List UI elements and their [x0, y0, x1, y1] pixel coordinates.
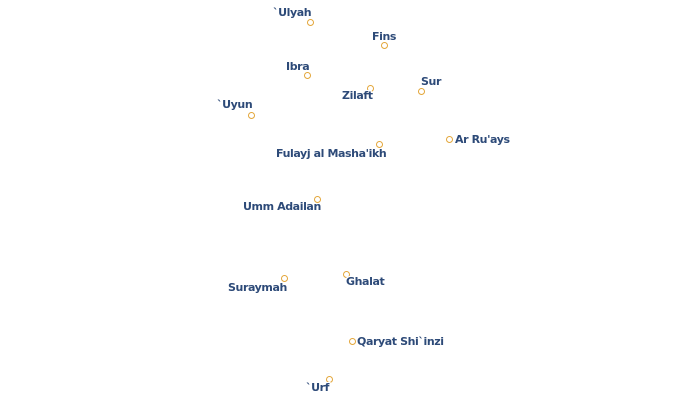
place-label: Fulayj al Masha'ikh [276, 147, 387, 160]
place-label: Umm Adailan [243, 200, 321, 213]
place-marker-icon [367, 85, 374, 92]
place-marker-icon [314, 196, 321, 203]
place-label: Qaryat Shi`inzi [357, 335, 444, 348]
place-marker-icon [446, 136, 453, 143]
place-label: Zilaft [342, 89, 373, 102]
place-label: Ghalat [346, 275, 385, 288]
place-label: Sur [421, 75, 441, 88]
place-label: `Urf [306, 381, 330, 394]
place-marker-icon [281, 275, 288, 282]
place-marker-icon [343, 271, 350, 278]
place-label: `Ulyah [273, 6, 312, 19]
place-label: Ar Ru'ays [455, 133, 510, 146]
place-label: Fins [372, 30, 397, 43]
place-marker-icon [304, 72, 311, 79]
place-marker-icon [418, 88, 425, 95]
place-marker-icon [326, 376, 333, 383]
place-marker-icon [349, 338, 356, 345]
place-marker-icon [381, 42, 388, 49]
place-marker-icon [248, 112, 255, 119]
place-label: Ibra [286, 60, 310, 73]
place-label: Suraymah [228, 281, 287, 294]
place-marker-icon [376, 141, 383, 148]
place-marker-icon [307, 19, 314, 26]
place-label: `Uyun [217, 98, 253, 111]
